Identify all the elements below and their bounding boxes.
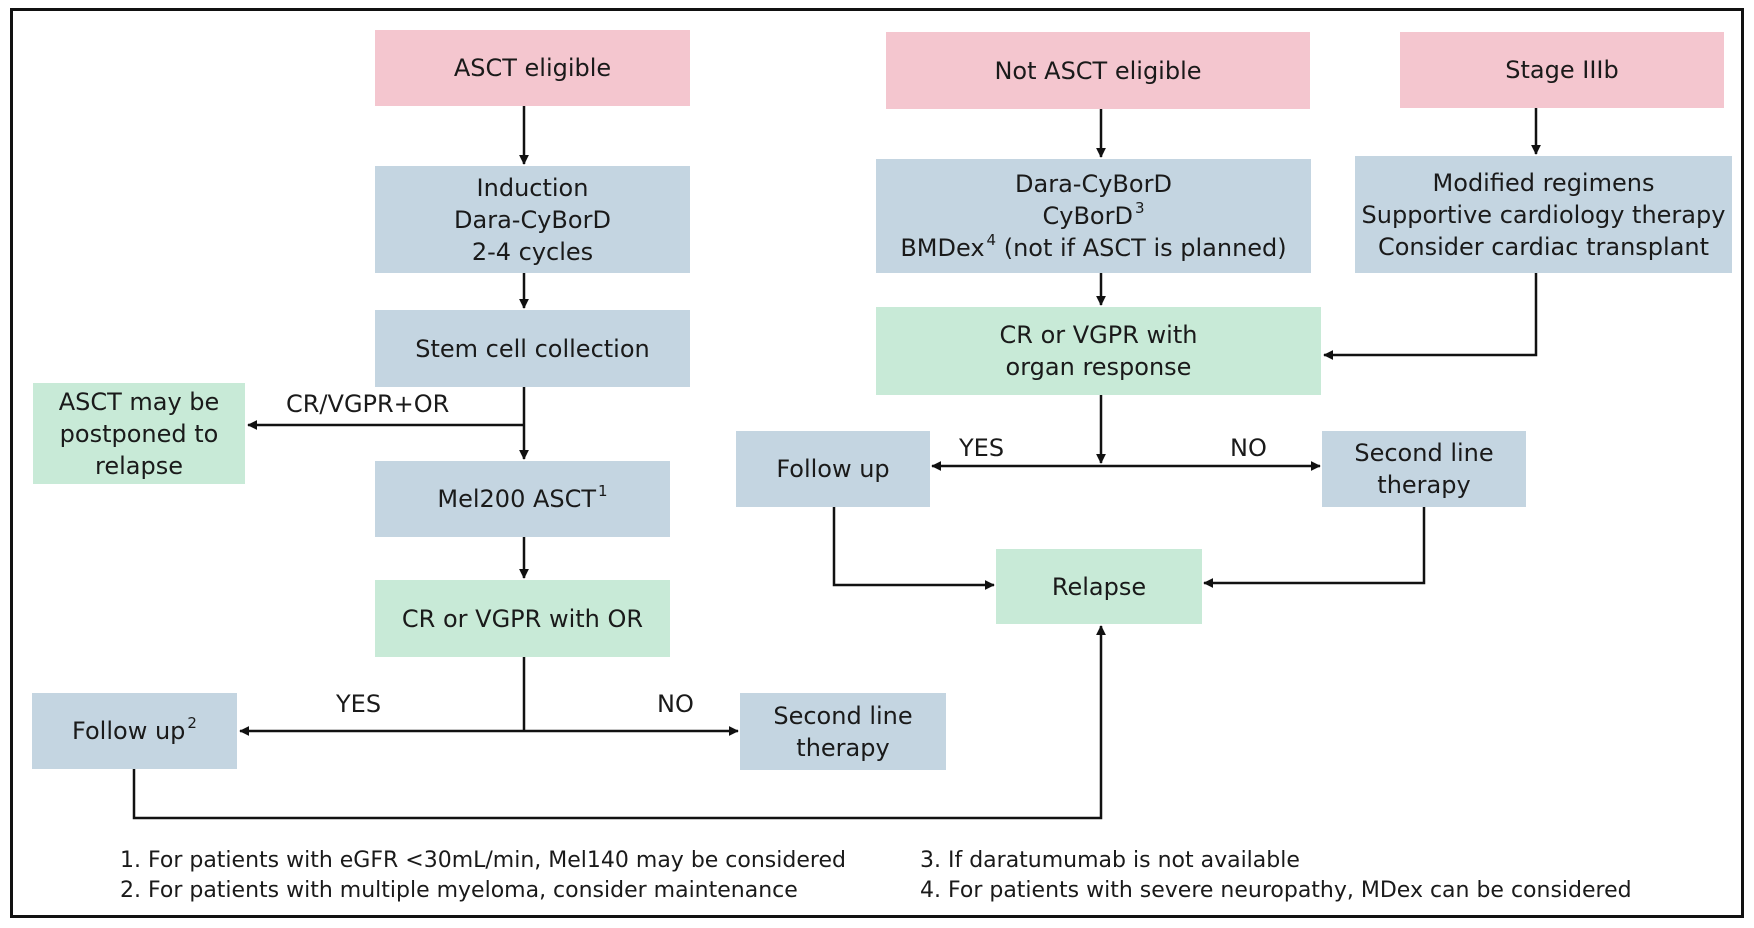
stage-iiib-label: Stage IIIb bbox=[1505, 56, 1619, 84]
relapse-box: Relapse bbox=[996, 549, 1202, 624]
regimen-line-3-drug: BMDex bbox=[900, 234, 985, 262]
edge-label-no-right: NO bbox=[1230, 434, 1267, 462]
postponed-line-3: relapse bbox=[95, 451, 183, 480]
footnotes-right: 3. If daratumumab is not available 4. Fo… bbox=[920, 846, 1632, 906]
asct-eligible-box: ASCT eligible bbox=[375, 30, 690, 106]
edge-label-yes-left: YES bbox=[336, 690, 382, 718]
cr-vgpr-organ-box: CR or VGPR with organ response bbox=[876, 307, 1321, 395]
asct-postponed-box: ASCT may be postponed to relapse bbox=[33, 383, 245, 484]
regimen-line-2-text: CyBorD bbox=[1042, 202, 1133, 230]
mel200-text: Mel200 ASCT bbox=[437, 485, 597, 513]
cybord-footnote-ref: 3 bbox=[1134, 199, 1145, 217]
footnote-3: 3. If daratumumab is not available bbox=[920, 848, 1300, 873]
induction-line-3: 2-4 cycles bbox=[471, 237, 594, 266]
footnote-1: 1. For patients with eGFR <30mL/min, Mel… bbox=[120, 848, 846, 873]
arrow-followup-right-to-relapse bbox=[832, 507, 995, 590]
postponed-line-1: ASCT may be bbox=[58, 387, 220, 416]
modified-regimens-box: Modified regimens Supportive cardiology … bbox=[1355, 156, 1732, 273]
modified-line-1: Modified regimens bbox=[1432, 168, 1655, 197]
stem-cell-label: Stem cell collection bbox=[415, 334, 650, 363]
cr-vgpr-or-box: CR or VGPR with OR bbox=[375, 580, 670, 657]
footnote-4: 4. For patients with severe neuropathy, … bbox=[920, 878, 1632, 903]
arrow-secondline-right-to-relapse bbox=[1203, 507, 1426, 588]
second-line-right-box: Second line therapy bbox=[1322, 431, 1526, 507]
footnotes-left: 1. For patients with eGFR <30mL/min, Mel… bbox=[120, 846, 846, 906]
arrow-followup-left-to-relapse bbox=[132, 625, 1106, 820]
relapse-label: Relapse bbox=[1051, 572, 1147, 601]
second-line-left-box: Second line therapy bbox=[740, 693, 946, 770]
stage-iiib-box: Stage IIIb bbox=[1400, 32, 1724, 108]
footnote-2: 2. For patients with multiple myeloma, c… bbox=[120, 878, 798, 903]
not-asct-eligible-label: Not ASCT eligible bbox=[994, 56, 1202, 85]
not-asct-eligible-box: Not ASCT eligible bbox=[886, 32, 1310, 109]
follow-up-footnote-ref: 2 bbox=[187, 714, 197, 732]
second-line-left-line-1: Second line bbox=[773, 701, 913, 730]
second-line-left-line-2: therapy bbox=[796, 733, 890, 762]
induction-line-1: Induction bbox=[476, 173, 589, 202]
second-line-right-line-1: Second line bbox=[1354, 439, 1494, 467]
postponed-line-2: postponed to bbox=[59, 419, 219, 448]
regimen-line-3-qualifier: (not if ASCT is planned) bbox=[996, 234, 1287, 262]
induction-box: Induction Dara-CyBorD 2-4 cycles bbox=[375, 166, 690, 273]
follow-up-right-box: Follow up bbox=[736, 431, 930, 507]
arrow-modified-to-crorgan bbox=[1323, 273, 1538, 360]
asct-eligible-label: ASCT eligible bbox=[453, 54, 612, 82]
edge-label-no-left: NO bbox=[657, 690, 694, 718]
edge-label-cr-vgpr-or: CR/VGPR+OR bbox=[286, 390, 450, 418]
stem-cell-collection-box: Stem cell collection bbox=[375, 310, 690, 387]
modified-line-2: Supportive cardiology therapy bbox=[1361, 200, 1726, 229]
second-line-right-line-2: therapy bbox=[1377, 471, 1471, 499]
induction-line-2: Dara-CyBorD bbox=[454, 205, 611, 234]
regimen-line-1: Dara-CyBorD bbox=[1015, 170, 1172, 198]
follow-up-left-text: Follow up bbox=[72, 717, 186, 745]
follow-up-right-label: Follow up bbox=[776, 455, 890, 483]
edge-label-yes-right: YES bbox=[959, 434, 1005, 462]
cr-organ-line-2: organ response bbox=[1005, 353, 1192, 381]
cr-organ-line-1: CR or VGPR with bbox=[999, 321, 1198, 349]
bmdex-footnote-ref: 4 bbox=[986, 231, 997, 249]
diagram-frame bbox=[10, 8, 1744, 918]
modified-line-3: Consider cardiac transplant bbox=[1377, 232, 1710, 261]
cr-vgpr-or-label: CR or VGPR with OR bbox=[401, 604, 644, 633]
mel200-footnote-ref: 1 bbox=[598, 482, 608, 500]
